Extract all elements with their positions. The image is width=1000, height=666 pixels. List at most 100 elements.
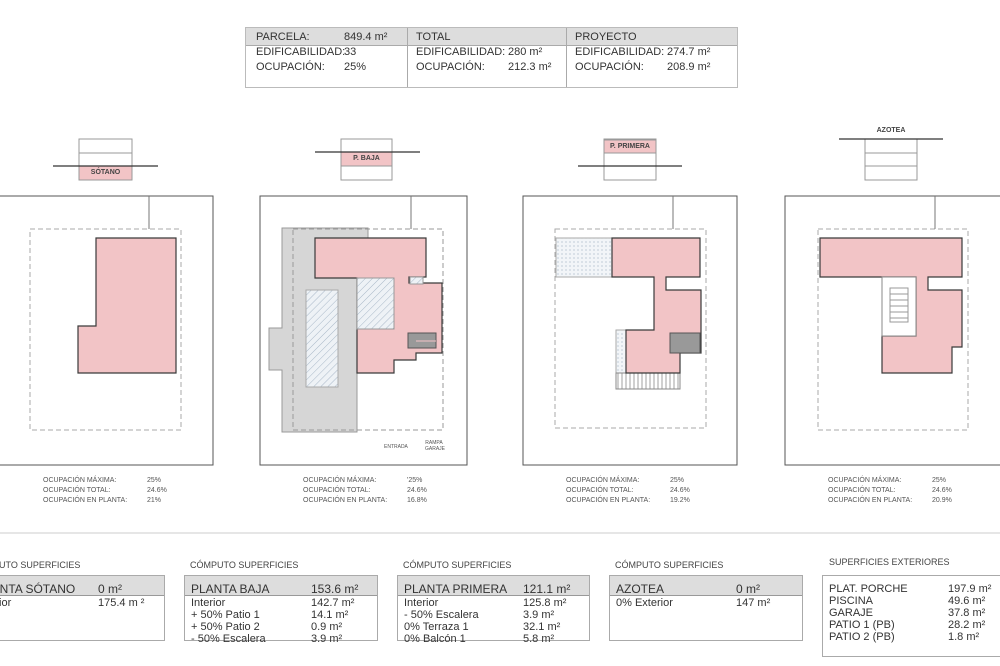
computo-row: Interior 125.8 m² [404,597,583,609]
divider [407,28,408,87]
level-name: PLANTA PRIMERA [404,582,508,596]
occupancy-value: 24.6% [670,487,690,494]
computo-value: 147 m² [736,597,771,609]
occupancy-row: OCUPACIÓN MÁXIMA: 25% [566,476,690,486]
ocupacion-value: 212.3 m² [508,61,552,73]
divider [566,28,567,87]
occupancy-label: OCUPACIÓN EN PLANTA: [43,497,128,504]
occupancy-value: 19.2% [670,497,690,504]
proyecto-title: PROYECTO [575,31,637,43]
exterior-item: PATIO 2 (PB) [829,631,895,643]
level-name: AZOTEA [616,582,665,596]
occupancy-label: OCUPACIÓN TOTAL: [43,487,111,494]
computo-header: PLANTA PRIMERA 121.1 m² [398,576,589,596]
computo-row: Interior175.4 m ² [0,597,158,609]
plan-primera [522,195,738,466]
occupancy-value: 21% [147,497,162,504]
exterior-value: 28.2 m² [948,619,986,631]
computo-title: CÓMPUTO SUPERFICIES [403,560,512,570]
occupancy-label: OCUPACIÓN MÁXIMA: [566,477,640,484]
computo-item: 0% Terraza 1 [404,621,469,633]
computo-value: 175.4 m ² [98,597,145,609]
exterior-value: 49.6 m² [948,595,986,607]
occupancy-label: OCUPACIÓN TOTAL: [303,487,371,494]
exteriores-row: PATIO 1 (PB)28.2 m² [829,619,1000,631]
computo-header: PLANTA BAJA 153.6 m² [185,576,377,596]
computo-title: CÓMPUTO SUPERFICIES [0,560,81,570]
occupancy-row: OCUPACIÓN EN PLANTA: 21% [43,496,167,506]
occupancy-row: OCUPACIÓN TOTAL:24.6% [303,486,427,496]
computo-value: 142.7 m² [311,597,355,609]
occupancy-label: OCUPACIÓN TOTAL: [566,487,634,494]
computo-title: CÓMPUTO SUPERFICIES [615,560,724,570]
edificabilidad-label: EDIFICABILIDAD: [256,46,346,58]
occupancy-label: OCUPACIÓN TOTAL: [828,487,896,494]
parcela-label: PARCELA: [256,31,310,43]
level-total: 153.6 m² [311,582,359,596]
exterior-value: 37.8 m² [948,607,986,619]
edificabilidad-value: 274.7 m² [667,46,711,58]
occupancy-row: OCUPACIÓN EN PLANTA: 16.8% [303,496,427,506]
exteriores-row: GARAJE 37.8 m² [829,607,1000,619]
occupancy-stats: OCUPACIÓN MÁXIMA: 25% OCUPACIÓN TOTAL: 24.6… [566,476,690,506]
level-total: 121.1 m² [523,582,571,596]
ocupacion-label: OCUPACIÓN: [256,61,325,73]
computo-row: 0% Terraza 1 32.1 m² [404,621,583,633]
edificabilidad-value: 280 m² [508,46,543,58]
exteriores-row: PATIO 2 (PB)1.8 m² [829,631,1000,643]
occupancy-row: OCUPACIÓN TOTAL: 24.6% [828,486,952,496]
exteriores-row: PISCINA 49.6 m² [829,595,1000,607]
occupancy-label: OCUPACIÓN MÁXIMA: [43,477,117,484]
computo-value: 5.8 m² [523,633,555,645]
computo-value: 32.1 m² [523,621,561,633]
level-total: 0 m² [98,582,122,596]
occupancy-row: OCUPACIÓN TOTAL: 24.6% [566,486,690,496]
occupancy-value: 25% [670,477,685,484]
computo-item: Interior [404,597,439,609]
occupancy-value: 16.8% [407,497,427,504]
ocupacion-value: 208.9 m² [667,61,711,73]
exterior-item: GARAJE [829,607,874,619]
computo-item: + 50% Patio 1 [191,609,260,621]
exterior-item: PISCINA [829,595,874,607]
exterior-item: PLAT. PORCHE [829,583,908,595]
computo-item: - 50% Escalera [404,609,479,621]
ocupacion-value: 25% [344,61,367,73]
edificabilidad-label: EDIFICABILIDAD: [416,46,506,58]
level-label-azotea: AZOTEA [876,127,906,134]
occupancy-row: OCUPACIÓN MÁXIMA: 25% [828,476,952,486]
computo-value: 125.8 m² [523,597,567,609]
occupancy-label: OCUPACIÓN EN PLANTA: [303,497,388,504]
level-name: PLANTA BAJA [191,582,270,596]
occupancy-value: 25% [147,477,162,484]
occupancy-row: OCUPACIÓN EN PLANTA:19.2% [566,496,690,506]
edificabilidad-value: 33 [344,46,357,58]
occupancy-stats: OCUPACIÓN MÁXIMA:'25%OCUPACIÓN TOTAL:24.… [303,476,427,506]
parcela-value: 849.4 m² [344,31,388,43]
level-name: PLANTA SÓTANO [0,582,76,596]
computo-row: Interior 142.7 m² [191,597,371,609]
occupancy-value: 25% [932,477,947,484]
exterior-value: 197.9 m² [948,583,992,595]
occupancy-stats: OCUPACIÓN MÁXIMA:25%OCUPACIÓN TOTAL:24.6… [43,476,167,506]
occupancy-value: 24.6% [932,487,952,494]
computo-item: Interior [191,597,226,609]
occupancy-row: OCUPACIÓN MÁXIMA:'25% [303,476,427,486]
exteriores-title: SUPERFICIES EXTERIORES [829,557,950,567]
computo-item: + 50% Patio 2 [191,621,260,633]
computo-title: CÓMPUTO SUPERFICIES [190,560,299,570]
occupancy-label: OCUPACIÓN MÁXIMA: [828,477,902,484]
section-indicator-baja [315,138,420,181]
section-indicator-sotano [53,138,158,181]
level-label-sotano: SÓTANO [90,169,121,176]
